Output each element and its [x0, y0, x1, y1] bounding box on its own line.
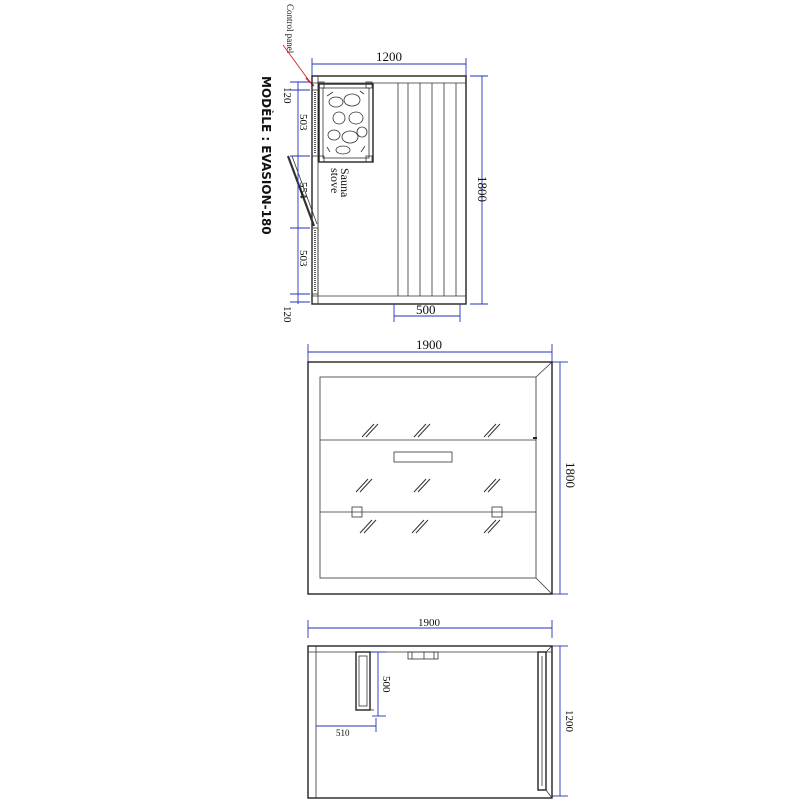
top-view-outline — [311, 75, 467, 305]
sauna-label: Sauna — [338, 168, 352, 198]
sauna-stove — [317, 81, 374, 163]
segment-top-label: 120 — [281, 87, 293, 104]
side-height-label: 1200 — [563, 710, 575, 733]
front-control-display — [393, 451, 453, 463]
bench-depth-label: 500 — [380, 676, 392, 693]
front-view: 1900 1800 — [307, 337, 578, 595]
bench-length-label: 510 — [336, 728, 350, 738]
side-view: 1900 1200 500 510 — [307, 617, 575, 799]
control-panel-leader — [282, 44, 311, 83]
top-glass-panel-upper — [311, 89, 319, 157]
front-hinge-right — [491, 506, 503, 518]
front-frame — [307, 361, 553, 595]
side-bench — [355, 651, 374, 711]
front-glass-area — [319, 376, 537, 579]
side-door — [537, 645, 553, 799]
side-vent — [407, 651, 439, 660]
segment-door-label: 554 — [297, 182, 309, 199]
front-height-label: 1800 — [563, 462, 578, 488]
top-depth-label: 1800 — [475, 176, 490, 202]
stove-label: stove — [328, 168, 342, 193]
side-outline — [307, 645, 553, 799]
top-glass-panel-lower — [311, 227, 319, 295]
top-view: Control panel 1200 — [281, 4, 490, 323]
segment-2-label: 503 — [297, 250, 309, 267]
control-panel-label: Control panel — [285, 4, 295, 54]
glass-reflection-marks — [355, 423, 501, 534]
bench-slats — [397, 83, 457, 296]
segment-1-label: 503 — [297, 114, 309, 131]
door-width-label: 500 — [416, 302, 436, 317]
front-hinge-left — [351, 506, 363, 518]
side-width-label: 1900 — [418, 617, 441, 629]
segment-bottom-label: 120 — [281, 306, 293, 323]
model-title: MODÈLE : EVASION-180 — [259, 76, 274, 235]
door-leaf — [286, 155, 316, 227]
front-width-label: 1900 — [416, 337, 442, 352]
top-width-label: 1200 — [376, 49, 402, 64]
